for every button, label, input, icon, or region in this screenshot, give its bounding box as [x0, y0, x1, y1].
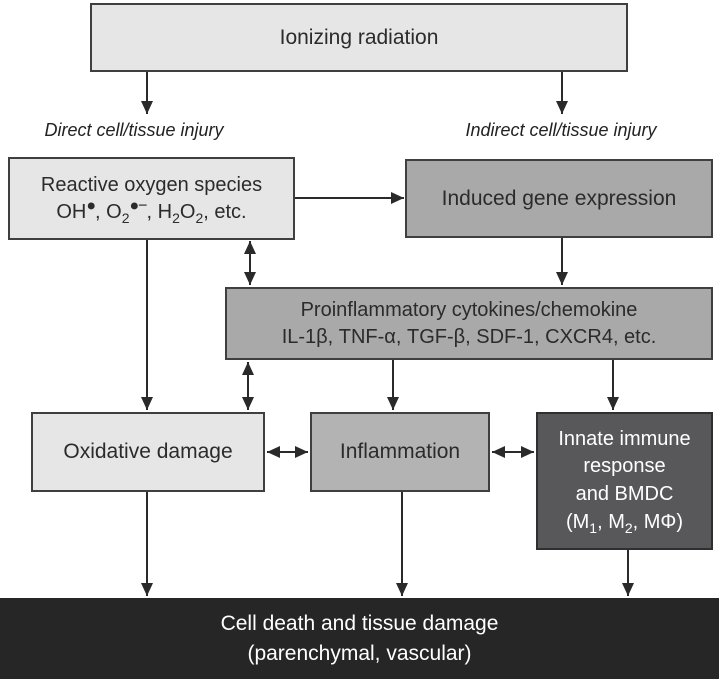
node-ionizing-radiation: Ionizing radiation — [90, 3, 628, 72]
celldeath-line2: (parenchymal, vascular) — [247, 641, 472, 665]
cytokines-title: Proinflammatory cytokines/chemokine — [300, 298, 638, 321]
innate-line1: Innate immune — [558, 427, 691, 450]
innate-line4: (M1, M2, MΦ) — [565, 510, 684, 536]
node-inflammation: Inflammation — [310, 412, 490, 492]
ros-title: Reactive oxygen species — [40, 173, 263, 196]
label-indirect-injury: Indirect cell/tissue injury — [465, 120, 657, 140]
node-reactive-oxygen-species: Reactive oxygen species OH●, O2●−, H2O2,… — [8, 157, 295, 240]
inflammation-label: Inflammation — [339, 440, 461, 463]
node-cell-death: Cell death and tissue damage (parenchyma… — [0, 598, 719, 679]
innate-line3: and BMDC — [575, 483, 674, 505]
node-induced-gene-expression: Induced gene expression — [405, 159, 713, 238]
innate-line2: response — [583, 455, 666, 478]
node-ionizing-radiation-label: Ionizing radiation — [279, 25, 439, 49]
node-innate-immune-response: Innate immune response and BMDC (M1, M2,… — [536, 412, 713, 550]
oxidative-label: Oxidative damage — [63, 440, 233, 463]
ros-formulas: OH●, O2●−, H2O2, etc. — [56, 196, 247, 226]
node-oxidative-damage: Oxidative damage — [31, 412, 265, 492]
label-direct-injury: Direct cell/tissue injury — [44, 120, 224, 140]
cytokines-list: IL-1β, TNF-α, TGF-β, SDF-1, CXCR4, etc. — [281, 325, 657, 348]
celldeath-line1: Cell death and tissue damage — [220, 612, 499, 636]
node-proinflammatory-cytokines: Proinflammatory cytokines/chemokine IL-1… — [225, 287, 713, 360]
gene-label: Induced gene expression — [441, 186, 677, 210]
